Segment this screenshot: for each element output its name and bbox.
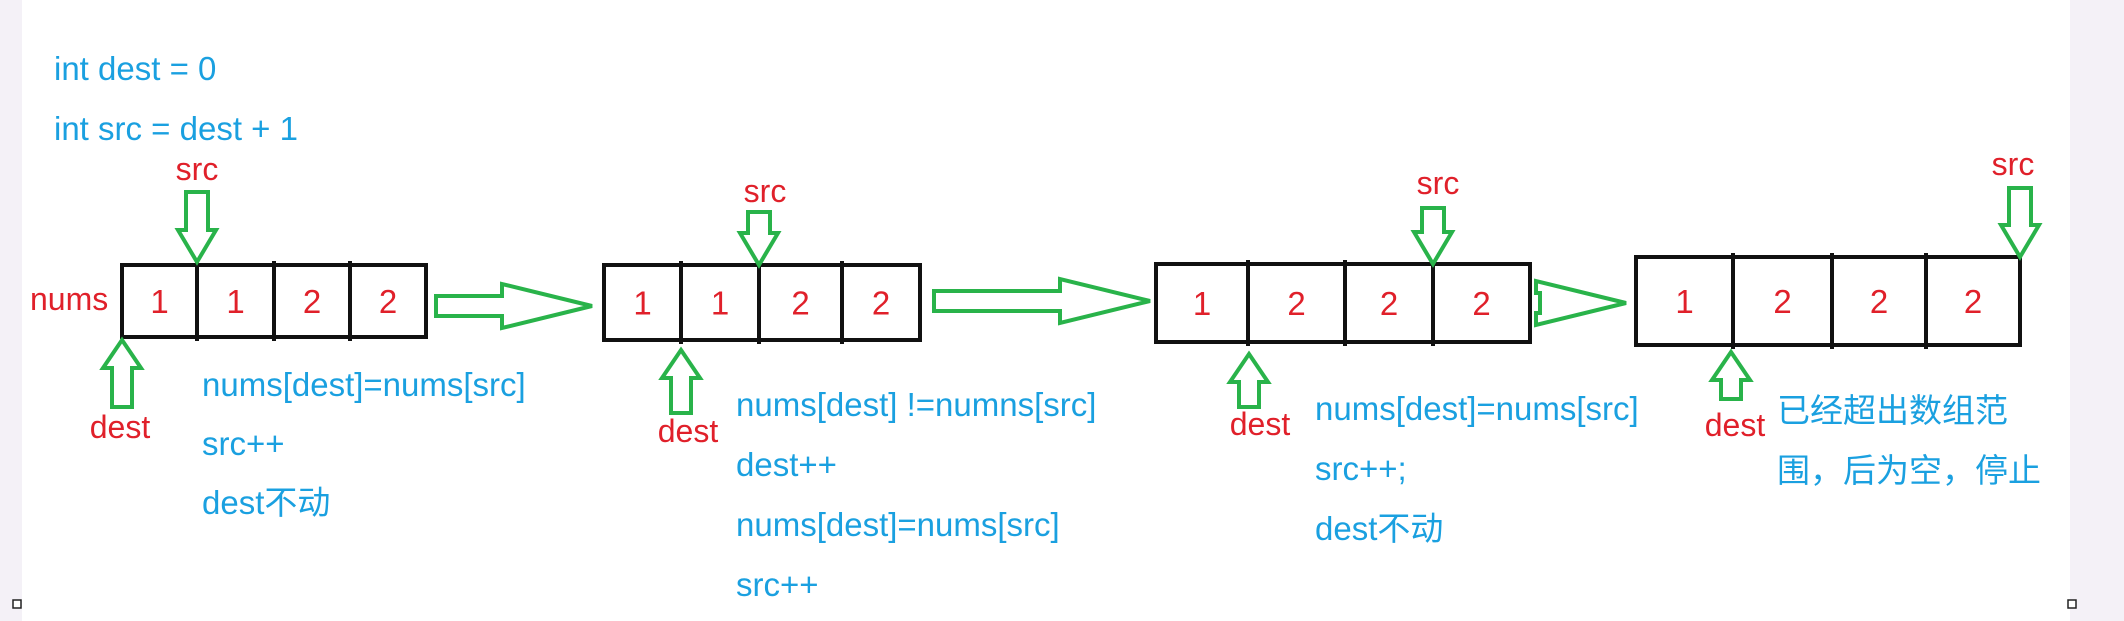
src-label: src: [1992, 146, 2035, 182]
array-cell-value: 2: [379, 283, 397, 320]
array-cell-value: 2: [1870, 283, 1888, 320]
note-line: src++;: [1315, 450, 1407, 487]
note-line: 围，后为空，停止: [1777, 451, 2041, 490]
note-line: src++: [202, 425, 285, 462]
dest-pointer-4: dest: [1705, 348, 1766, 443]
array-cell-value: 2: [872, 285, 890, 322]
notes-step-1: nums[dest]=nums[src] src++ dest不动: [202, 366, 526, 521]
notes-step-2: nums[dest] !=numns[src] dest++ nums[dest]=…: [736, 386, 1096, 603]
note-line: src++: [736, 566, 819, 603]
src-arrow-icon: [736, 210, 782, 269]
src-pointer-4: src: [1992, 146, 2043, 261]
flow-arrows: [434, 276, 1627, 331]
flow-arrow-icon-step-2-to-3: [932, 276, 1151, 326]
array-boxes: 1 1 2 2 1 1 2 2 1 2 2 2 1 2 2 2: [120, 253, 2022, 349]
dest-arrow-icon: [658, 346, 704, 415]
dest-pointer-3: dest: [1226, 350, 1291, 442]
array-cell-value: 1: [711, 285, 729, 322]
array-cell-value: 1: [633, 285, 651, 322]
dest-label: dest: [1705, 407, 1766, 443]
dest-arrow-icon: [99, 336, 145, 409]
array-cell-value: 2: [303, 283, 321, 320]
flow-arrow-icon-step-1-to-2: [434, 281, 593, 331]
src-pointer-3: src: [1410, 165, 1460, 268]
dest-label: dest: [1230, 406, 1291, 442]
flow-arrow-icon-step-3-to-4: [1534, 278, 1627, 328]
array-step-2: 1 1 2 2: [602, 261, 922, 344]
array-cell-value: 2: [1964, 283, 1982, 320]
array-outline: [1634, 255, 2022, 347]
note-line: nums[dest]=nums[src]: [202, 366, 526, 403]
note-line: dest不动: [202, 484, 330, 521]
array-cell-value: 2: [791, 285, 809, 322]
dest-arrow-icon: [1226, 350, 1272, 409]
src-pointer-1: src: [174, 151, 220, 266]
array-cell-value: 1: [226, 283, 244, 320]
note-line: dest不动: [1315, 510, 1443, 547]
step-notes: nums[dest]=nums[src]src++dest不动nums[dest…: [202, 366, 2041, 603]
resize-handle-icon[interactable]: [12, 599, 22, 609]
array-label: nums: [30, 281, 108, 317]
header-line-2: int src = dest + 1: [54, 110, 298, 147]
array-cell-value: 2: [1773, 283, 1791, 320]
src-arrow-icon: [1410, 206, 1456, 268]
array-cell-value: 2: [1380, 285, 1398, 322]
note-line: dest++: [736, 446, 837, 483]
src-pointer-2: src: [736, 173, 787, 269]
array-cell-value: 2: [1287, 285, 1305, 322]
array-step-4: 1 2 2 2: [1634, 253, 2022, 349]
src-label: src: [1417, 165, 1460, 201]
header-line-1: int dest = 0: [54, 50, 216, 87]
note-line: nums[dest]=nums[src]: [736, 506, 1060, 543]
dest-label: dest: [658, 413, 719, 449]
array-cell-value: 1: [150, 283, 168, 320]
array-cell-value: 1: [1193, 285, 1211, 322]
dest-pointer-2: dest: [658, 346, 719, 449]
dest-arrow-icon: [1708, 348, 1754, 401]
src-label: src: [176, 151, 219, 187]
dest-label: dest: [90, 409, 151, 445]
src-arrow-icon: [1997, 186, 2043, 261]
note-line: 已经超出数组范: [1777, 391, 2008, 430]
pointer-arrows: src dest src dest src dest src dest: [90, 146, 2043, 449]
src-label: src: [744, 173, 787, 209]
dest-pointer-1: dest: [90, 336, 151, 445]
array-cell-value: 2: [1472, 285, 1490, 322]
notes-step-3: nums[dest]=nums[src] src++; dest不动: [1315, 390, 1639, 547]
resize-handle-icon[interactable]: [2067, 599, 2077, 609]
array-cell-value: 1: [1675, 283, 1693, 320]
src-arrow-icon: [174, 190, 220, 266]
array-outline: [602, 263, 922, 342]
note-line: nums[dest]=nums[src]: [1315, 390, 1639, 427]
array-step-3: 1 2 2 2: [1154, 260, 1532, 346]
array-step-1: 1 1 2 2: [120, 261, 428, 341]
note-line: nums[dest] !=numns[src]: [736, 386, 1096, 423]
